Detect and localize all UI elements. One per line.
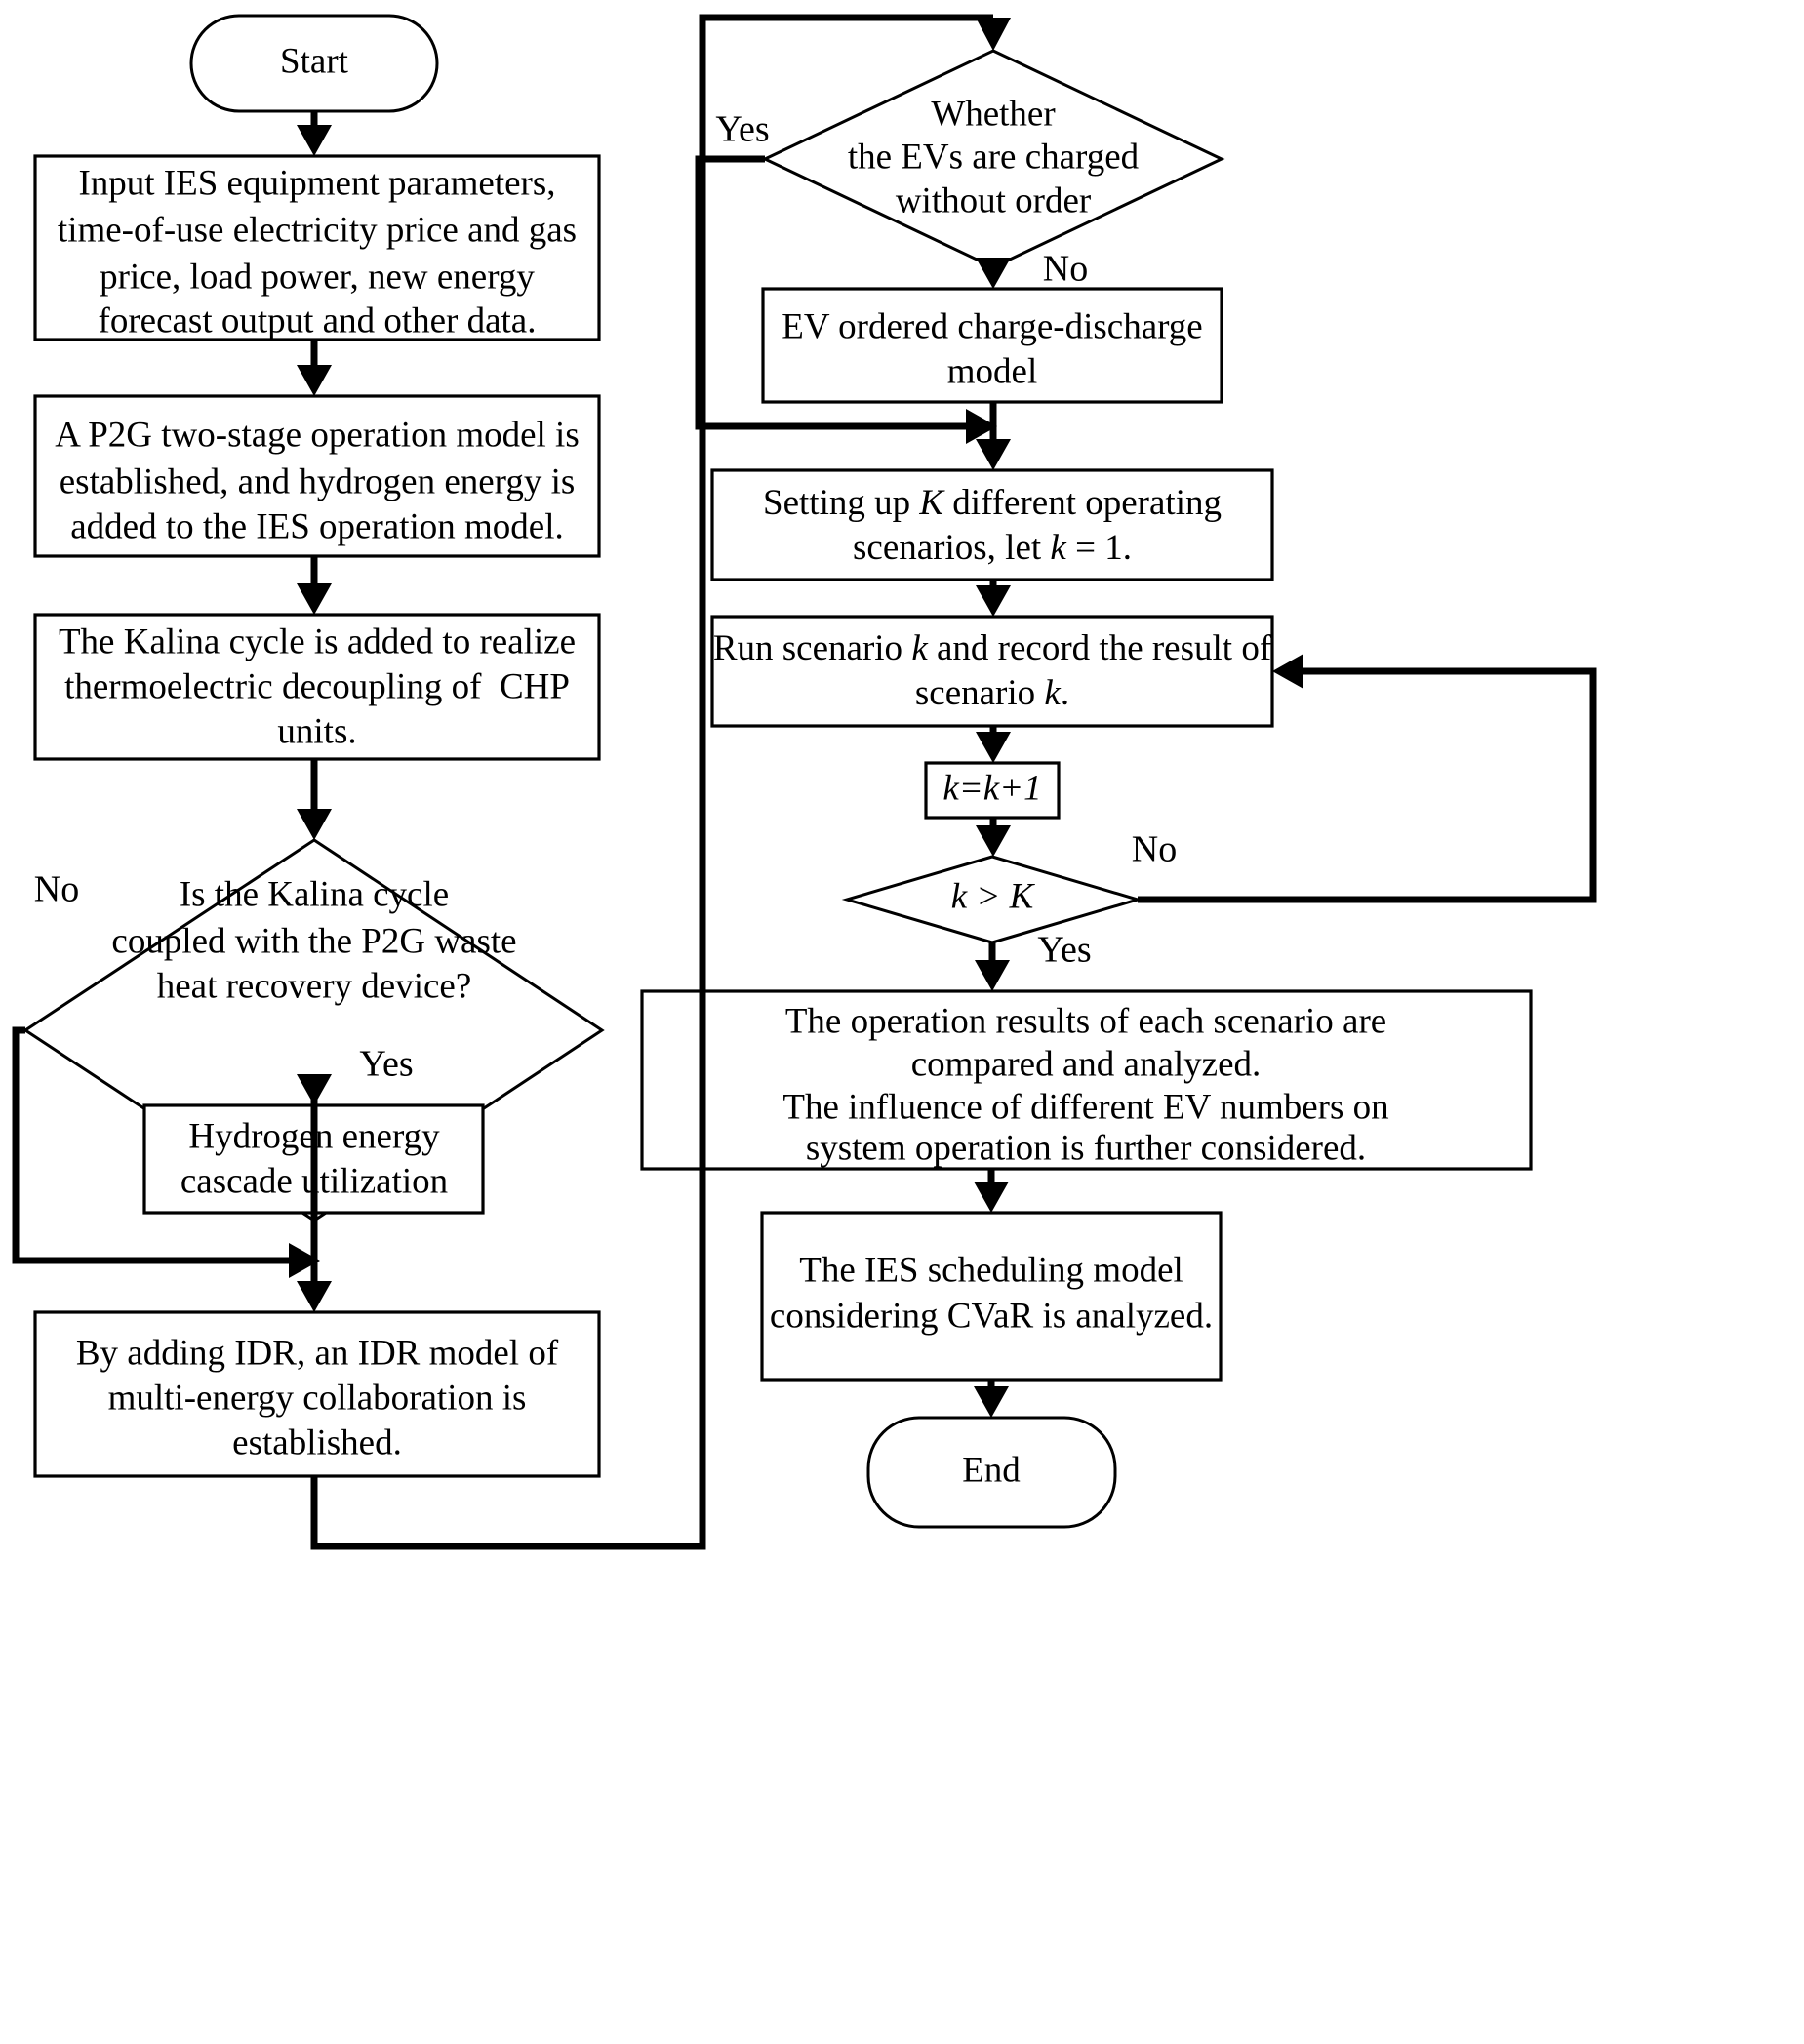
edge-ordered-to-scenarios	[976, 402, 1011, 470]
node-end: End	[866, 1416, 1117, 1529]
node-ev-ordered-model: EV ordered charge-discharge model	[761, 287, 1223, 404]
node-kalina-decision-line-2: heat recovery device?	[157, 966, 472, 1006]
node-kalina-decision-line-0: Is the Kalina cycle	[180, 874, 449, 914]
node-idr-model-line-2: established.	[232, 1423, 402, 1463]
edge-cvar-to-end	[974, 1380, 1009, 1418]
edge-increment-to-kgtK	[976, 818, 1011, 857]
node-increment-k: k=k+1	[924, 761, 1061, 820]
node-input-params-line-0: Input IES equipment parameters,	[78, 163, 555, 203]
node-setting-scenarios: Setting up K different operating scenari…	[710, 468, 1274, 581]
edge-label-ev-no: No	[1043, 249, 1088, 290]
node-p2g-model-line-1: established, and hydrogen energy is	[60, 461, 576, 501]
node-idr-model-line-0: By adding IDR, an IDR model of	[76, 1333, 559, 1373]
edge-ev-yes-bypass	[695, 155, 997, 444]
node-k-gt-K-label: k > K	[951, 876, 1036, 916]
edge-label-kalina-yes: Yes	[359, 1044, 413, 1085]
node-kalina-cycle: The Kalina cycle is added to realize the…	[33, 613, 601, 761]
node-cvar-model-line-0: The IES scheduling model	[799, 1250, 1183, 1290]
node-increment-k-label: k=k+1	[942, 768, 1041, 808]
edge-scenarios-to-run	[976, 580, 1011, 617]
node-ev-decision-line-2: without order	[896, 180, 1091, 220]
node-setting-scenarios-line-1: scenarios, let k = 1.	[853, 528, 1132, 568]
edge-kalina-to-decision	[297, 759, 332, 840]
node-end-label: End	[962, 1450, 1021, 1490]
node-run-scenario-line-0: Run scenario k and record the result of	[713, 628, 1272, 668]
node-p2g-model-line-2: added to the IES operation model.	[70, 506, 564, 546]
node-ev-decision: Whether the EVs are charged without orde…	[761, 49, 1225, 269]
node-setting-scenarios-line-0: Setting up K different operating	[763, 483, 1222, 523]
node-start-label: Start	[280, 41, 349, 81]
node-run-scenario: Run scenario k and record the result of …	[710, 615, 1274, 728]
edge-kgtK-no-loop	[1138, 654, 1597, 903]
node-kalina-cycle-line-0: The Kalina cycle is added to realize	[59, 621, 576, 661]
edge-run-to-increment	[976, 726, 1011, 763]
node-ev-decision-line-1: the EVs are charged	[848, 137, 1140, 177]
edge-hydrogen-to-idr	[297, 1213, 332, 1312]
node-k-gt-K: k > K	[841, 855, 1143, 944]
node-p2g-model-line-0: A P2G two-stage operation model is	[55, 415, 579, 455]
node-ev-decision-line-0: Whether	[931, 94, 1055, 134]
node-kalina-decision-line-1: coupled with the P2G waste	[111, 921, 516, 961]
edge-input-to-p2g	[297, 340, 332, 396]
node-idr-model-line-1: multi-energy collaboration is	[108, 1378, 527, 1418]
edge-label-kgtK-no: No	[1132, 829, 1177, 870]
node-input-params: Input IES equipment parameters, time-of-…	[33, 154, 601, 341]
node-input-params-line-2: price, load power, new energy	[100, 257, 535, 297]
edge-label-kgtK-yes: Yes	[1037, 930, 1091, 971]
node-compare-results-line-1: compared and analyzed.	[911, 1044, 1262, 1084]
node-compare-results: The operation results of each scenario a…	[640, 989, 1533, 1171]
edge-kgtK-yes-to-compare	[975, 942, 1010, 991]
edge-start-to-input	[297, 111, 332, 156]
node-compare-results-line-0: The operation results of each scenario a…	[785, 1001, 1386, 1041]
node-ev-ordered-model-line-0: EV ordered charge-discharge	[782, 306, 1202, 346]
edge-kalina-yes-to-hydrogen	[297, 1074, 332, 1221]
edge-idr-to-ev-decision	[310, 14, 1011, 1550]
edge-kalina-no-bypass	[12, 1026, 320, 1278]
node-input-params-line-1: time-of-use electricity price and gas	[58, 210, 577, 250]
edge-p2g-to-kalina	[297, 556, 332, 615]
edge-label-kalina-no: No	[34, 869, 79, 910]
edge-label-ev-yes: Yes	[715, 109, 769, 150]
node-start: Start	[189, 14, 439, 113]
node-kalina-cycle-line-1: thermoelectric decoupling of CHP	[64, 666, 570, 706]
node-p2g-model: A P2G two-stage operation model is estab…	[33, 394, 601, 558]
node-ev-ordered-model-line-1: model	[947, 351, 1037, 391]
node-input-params-line-3: forecast output and other data.	[99, 301, 537, 341]
node-idr-model: By adding IDR, an IDR model of multi-ene…	[33, 1310, 601, 1478]
edge-compare-to-cvar	[974, 1169, 1009, 1213]
node-kalina-cycle-line-2: units.	[277, 711, 356, 751]
node-compare-results-line-2: The influence of different EV numbers on	[782, 1087, 1388, 1127]
node-cvar-model: The IES scheduling model considering CVa…	[760, 1211, 1223, 1382]
node-cvar-model-line-1: considering CVaR is analyzed.	[770, 1296, 1213, 1336]
edge-ev-no-to-ordered	[976, 258, 1011, 289]
node-compare-results-line-3: system operation is further considered.	[806, 1128, 1366, 1168]
node-run-scenario-line-1: scenario k.	[915, 673, 1069, 713]
